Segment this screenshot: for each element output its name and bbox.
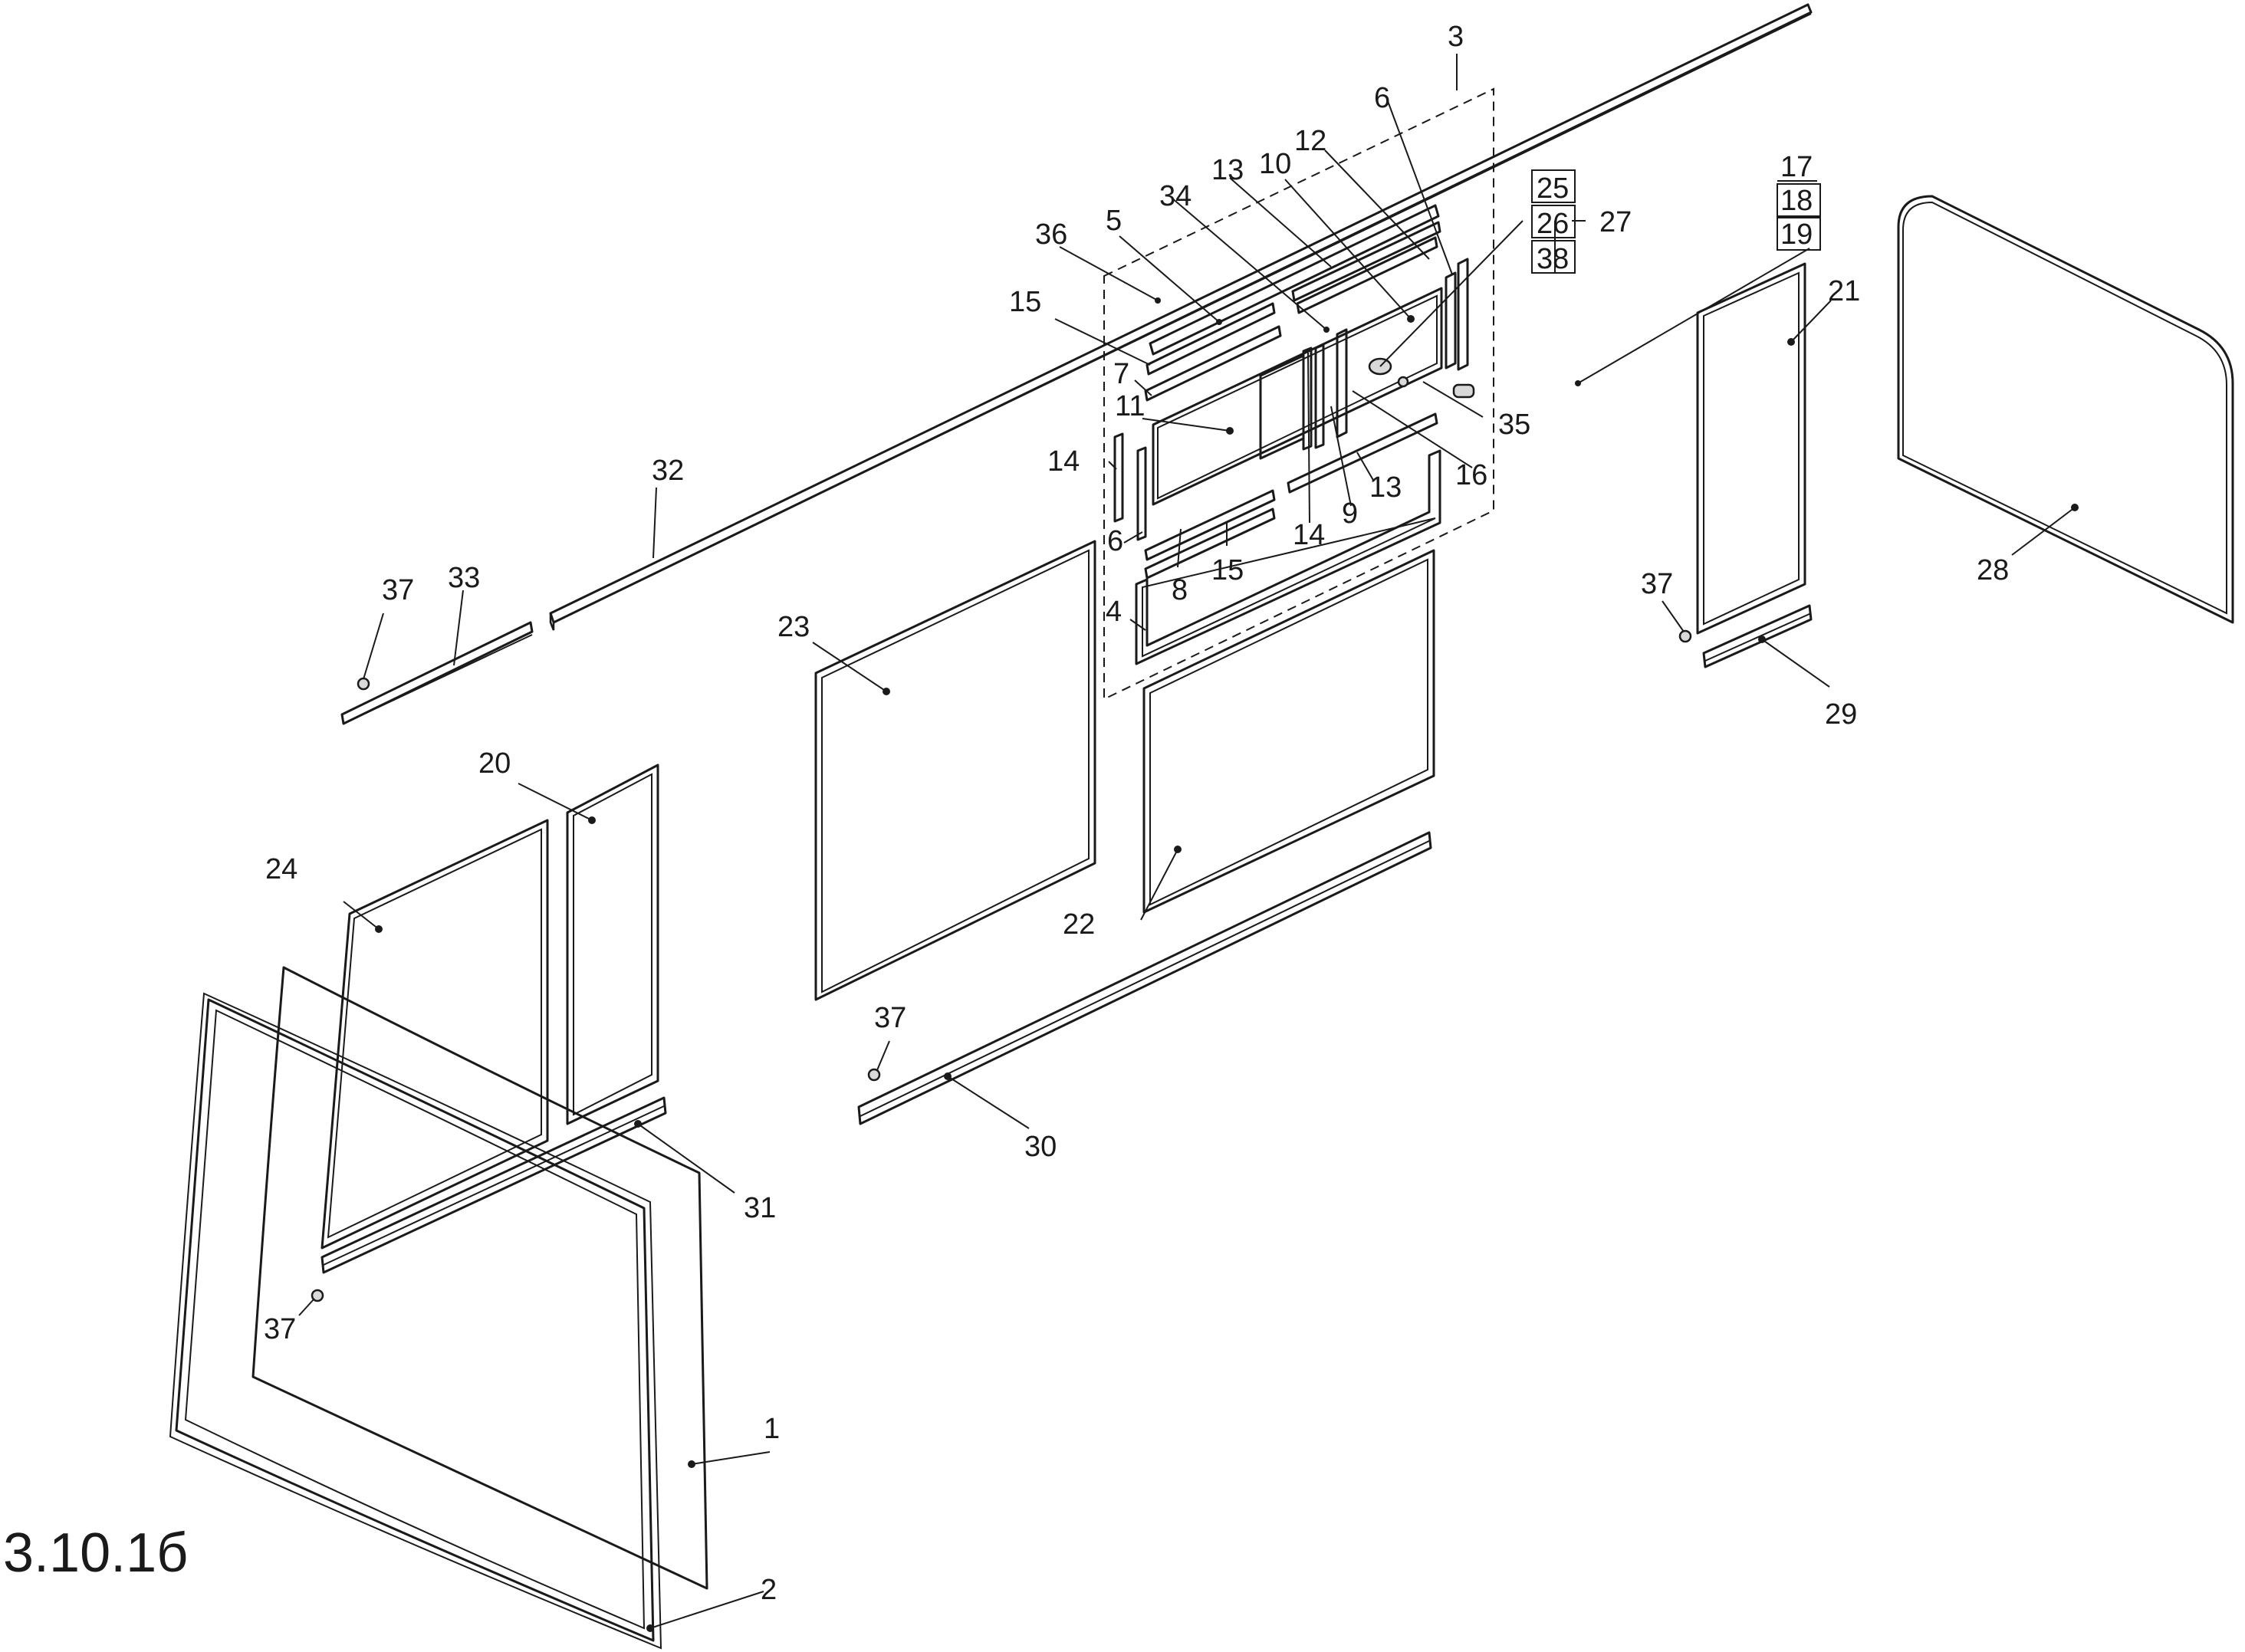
part-29-rail [1702,604,1813,668]
callout-23: 23 [777,611,810,643]
screws-37 [311,629,1692,1302]
callout-38: 38 [1537,243,1569,275]
callout-20: 20 [478,747,511,780]
callout-30: 30 [1024,1131,1057,1163]
callout-6-top: 6 [1374,82,1390,114]
callout-5: 5 [1106,205,1122,237]
part-33-short-rail [340,621,534,725]
callout-32: 32 [652,455,684,487]
boxed-callout-group-27 [1531,169,1576,274]
callout-1: 1 [764,1413,780,1445]
callout-15-top: 15 [1009,286,1041,318]
callout-28: 28 [1977,554,2009,586]
callout-25: 25 [1537,172,1569,205]
callout-4: 4 [1106,596,1122,628]
callout-13-top: 13 [1211,154,1244,186]
callout-2: 2 [761,1574,777,1606]
callout-36: 36 [1035,218,1067,251]
callout-13-bottom: 13 [1369,471,1402,504]
callout-29: 29 [1825,698,1857,731]
callout-21: 21 [1828,275,1860,307]
part-23-glass [814,540,1096,1001]
callout-9: 9 [1342,498,1358,530]
callout-15-bottom: 15 [1211,554,1244,586]
callout-24: 24 [265,853,297,885]
part-22-glass [1142,549,1435,914]
callout-27: 27 [1599,206,1632,238]
part-32-long-rail [549,3,1813,631]
callout-31: 31 [744,1192,776,1224]
callout-18: 18 [1780,185,1813,217]
part-30-rail [857,831,1432,1125]
callout-17: 17 [1780,151,1813,183]
callout-7: 7 [1113,358,1129,390]
part-20-glass [566,764,659,1125]
callout-22: 22 [1063,908,1095,941]
callout-19: 19 [1780,218,1813,251]
callout-6-left: 6 [1107,525,1123,557]
part-3-subassembly-boundary [1103,87,1494,701]
part-21-side-glass [1696,262,1806,635]
leader-lines [298,54,2079,1632]
callout-10: 10 [1259,148,1291,180]
callout-11: 11 [1115,390,1145,422]
callout-12: 12 [1294,125,1326,157]
subassembly-parts [1113,204,1475,665]
figure-label: 3.10.1б [3,1522,188,1584]
callout-8: 8 [1172,574,1188,606]
part-2-seal-frame [169,992,662,1650]
callout-3: 3 [1448,21,1464,53]
callout-37-left: 37 [382,574,414,606]
callout-37-right: 37 [1641,568,1673,600]
part-31-rail [320,1096,667,1274]
callout-26: 26 [1537,208,1569,240]
callout-37-bottom-left: 37 [264,1313,296,1345]
boxed-callout-group-17-19 [1777,180,1821,251]
callout-37-center: 37 [874,1002,906,1034]
callout-33: 33 [448,562,480,594]
callout-34: 34 [1159,180,1192,212]
callout-labels: 1 2 3 4 5 6 6 7 8 9 10 11 12 13 13 14 14… [264,21,2009,1606]
callout-14-left: 14 [1047,445,1080,478]
part-24-glass [320,819,549,1250]
callout-16: 16 [1455,459,1487,491]
callout-35: 35 [1498,409,1530,441]
part-1-windshield [251,966,708,1590]
callout-14-bottom: 14 [1293,519,1325,551]
part-28-rear-panel [1897,195,2234,624]
